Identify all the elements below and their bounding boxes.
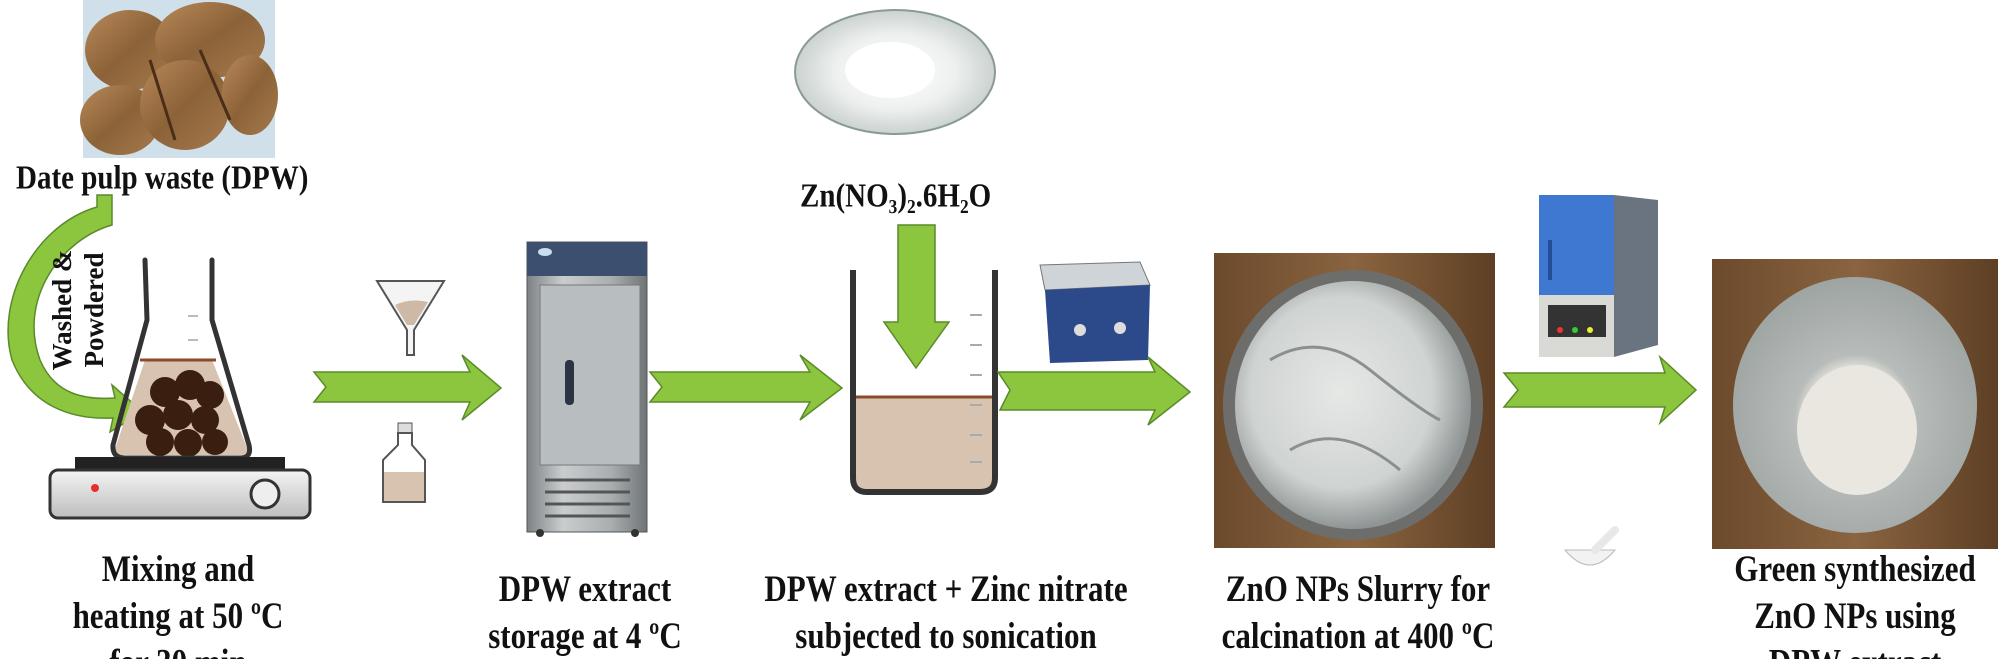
erlenmeyer-flask <box>110 257 253 461</box>
caption-line: calcination at 400 ºC <box>1221 614 1495 657</box>
process-arrow-3 <box>996 356 1192 426</box>
washed-powdered-label: Washed & Powdered <box>46 240 110 380</box>
zinc-nitrate-label: Zn(NO₃)₂.6H₂O <box>800 177 992 215</box>
powdered-text: Powdered <box>79 252 109 368</box>
caption-line: DPW extract + Zinc nitrate <box>764 567 1128 610</box>
caption-line: storage at 4 ºC <box>488 614 682 657</box>
hotplate <box>48 457 312 520</box>
process-arrow-2 <box>648 354 844 421</box>
funnel <box>375 280 446 356</box>
date-pulp-waste-photo <box>80 0 278 158</box>
caption-line: ZnO NPs Slurry for <box>1225 567 1491 610</box>
down-arrow <box>882 224 951 370</box>
caption-line: for 30 min <box>73 639 284 659</box>
zno-slurry-photo <box>1214 253 1495 548</box>
refrigerator <box>526 241 648 537</box>
caption-line: subjected to sonication <box>795 614 1097 657</box>
dpw-label: Date pulp waste (DPW) <box>16 159 309 197</box>
step-3-caption: DPW extract + Zinc nitrate subjected to … <box>764 565 1127 659</box>
caption-line: Mixing and <box>101 547 255 590</box>
caption-line: DPW extract <box>498 567 672 610</box>
muffle-furnace <box>1539 195 1658 357</box>
process-arrow-1 <box>312 354 503 421</box>
caption-line: ZnO NPs using <box>1754 594 1956 637</box>
zinc-nitrate-dish-photo <box>794 9 996 135</box>
step-4-caption: ZnO NPs Slurry for calcination at 400 ºC <box>1222 565 1495 659</box>
bottle <box>382 422 426 503</box>
process-arrow-4 <box>1502 354 1698 426</box>
ultrasonic-bath <box>1039 261 1151 363</box>
caption-line: DPW extract <box>1734 639 1975 659</box>
beaker <box>850 270 998 495</box>
caption-line: heating at 50 ºC <box>72 594 284 637</box>
washed-text: Washed & <box>47 249 77 371</box>
step-1-caption: Mixing and heating at 50 ºC for 30 min <box>73 545 284 659</box>
step-5-caption: Green synthesized ZnO NPs using DPW extr… <box>1734 545 1975 659</box>
caption-line: Green synthesized <box>1734 547 1976 590</box>
mortar-and-pestle <box>1563 526 1619 566</box>
zno-nanoparticles-photo <box>1712 259 1998 549</box>
curved-arrow <box>7 194 145 434</box>
step-2-caption: DPW extract storage at 4 ºC <box>488 565 682 659</box>
